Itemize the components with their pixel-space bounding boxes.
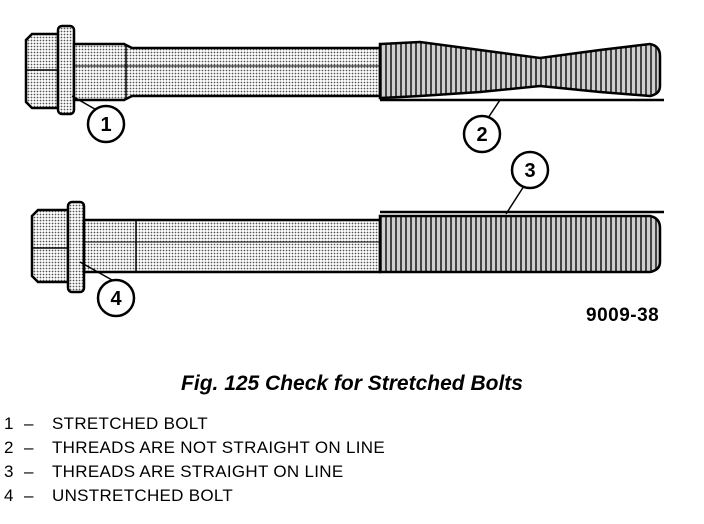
legend-number: 1 [4, 414, 14, 433]
legend-text: STRETCHED BOLT [52, 414, 208, 433]
leader-line-2 [487, 99, 501, 119]
legend-number: 4 [4, 486, 14, 505]
stretched-bolt [24, 24, 664, 116]
legend-item: 3–THREADS ARE STRAIGHT ON LINE [4, 460, 385, 484]
leader-line-4 [79, 261, 113, 281]
callout-2: 2 [462, 114, 502, 154]
legend-item: 1–STRETCHED BOLT [4, 412, 385, 436]
leader-line-3 [505, 185, 525, 215]
callout-4: 4 [96, 278, 136, 318]
callout-1-label: 1 [100, 114, 111, 136]
legend-text: UNSTRETCHED BOLT [52, 486, 234, 505]
figure-caption: Fig. 125 Check for Stretched Bolts [181, 372, 523, 395]
legend-dash: – [24, 486, 34, 505]
callout-1: 1 [86, 104, 126, 144]
callout-4-label: 4 [110, 288, 122, 310]
callout-3-label: 3 [524, 160, 535, 182]
unstretched-bolt [30, 200, 664, 294]
callout-3: 3 [510, 150, 550, 190]
legend-dash: – [24, 414, 34, 433]
figure-id: 9009-38 [586, 305, 660, 326]
legend-text: THREADS ARE NOT STRAIGHT ON LINE [52, 438, 385, 457]
legend-number: 2 [4, 438, 14, 457]
legend-number: 3 [4, 462, 14, 481]
legend-text: THREADS ARE STRAIGHT ON LINE [52, 462, 344, 481]
legend-list: 1–STRETCHED BOLT 2–THREADS ARE NOT STRAI… [4, 412, 385, 508]
legend-dash: – [24, 462, 34, 481]
callout-2-label: 2 [476, 124, 487, 146]
legend-item: 2–THREADS ARE NOT STRAIGHT ON LINE [4, 436, 385, 460]
legend-item: 4–UNSTRETCHED BOLT [4, 484, 385, 508]
bolt-diagram: 1 2 3 4 [24, 24, 664, 318]
legend-dash: – [24, 438, 34, 457]
